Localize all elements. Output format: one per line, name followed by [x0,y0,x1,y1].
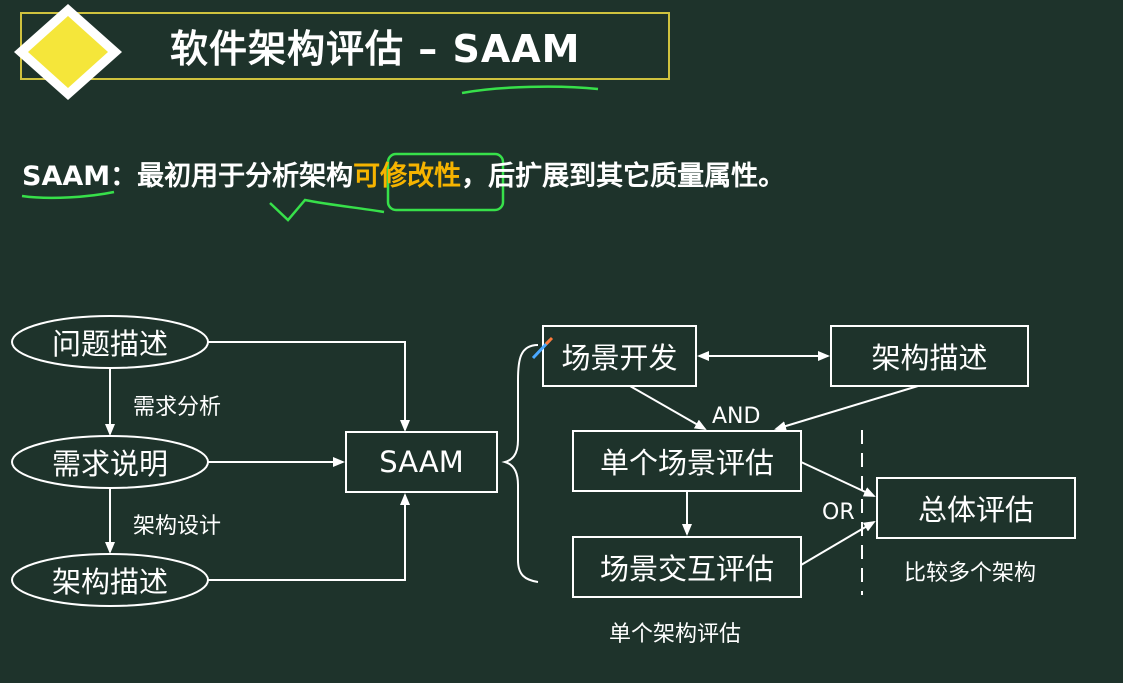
underline-saam-annotation [21,190,115,200]
caption-compare-architectures: 比较多个架构 [904,561,1037,586]
saam-box [345,431,498,493]
pen-cursor-icon [531,336,554,360]
interaction-eval-box [572,536,802,598]
edge-label-architecture-design: 架构设计 [133,514,222,539]
scenario-dev-box [542,325,697,387]
checkmark-annotation [269,198,385,222]
node-saam: SAAM [379,445,464,479]
edge-label-requirements-analysis: 需求分析 [133,395,222,420]
node-requirements: 需求说明 [51,447,168,481]
highlight-box-annotation [386,152,505,212]
arrow-arch-to-single [774,385,919,431]
caption-single-architecture: 单个架构评估 [609,622,742,647]
subtitle-suffix: ，后扩展到其它质量属性。 [461,161,786,192]
arrow-interaction-to-overall [800,520,876,566]
node-architecture-description: 架构描述 [871,341,988,375]
arrow-arch-to-saam [208,493,410,581]
subtitle: SAAM：最初用于分析架构可修改性，后扩展到其它质量属性。 [22,154,785,193]
subtitle-highlight: 可修改性 [353,161,462,192]
subtitle-prefix: SAAM [22,161,111,192]
arrow-problem-to-saam [208,341,410,432]
node-problem-description: 问题描述 [51,327,168,361]
or-label: OR [822,500,855,525]
arch-desc-box [830,325,1029,387]
node-overall-evaluation: 总体评估 [917,493,1034,527]
underline-title-annotation [461,85,599,95]
overall-eval-box [876,477,1076,539]
brace [501,344,539,583]
node-scenario-development: 场景开发 [561,341,678,375]
arrow-single-to-overall [800,461,876,497]
arrow-scenario-to-single [629,385,707,430]
node-scenario-interaction-evaluation: 场景交互评估 [599,552,774,586]
subtitle-middle: ：最初用于分析架构 [110,161,354,192]
node-single-scenario-evaluation: 单个场景评估 [599,446,774,480]
diamond-inner-icon [28,16,108,88]
node-architecture: 架构描述 [51,565,168,599]
and-label: AND [712,404,760,429]
page-title: 软件架构评估 – SAAM [170,27,581,71]
